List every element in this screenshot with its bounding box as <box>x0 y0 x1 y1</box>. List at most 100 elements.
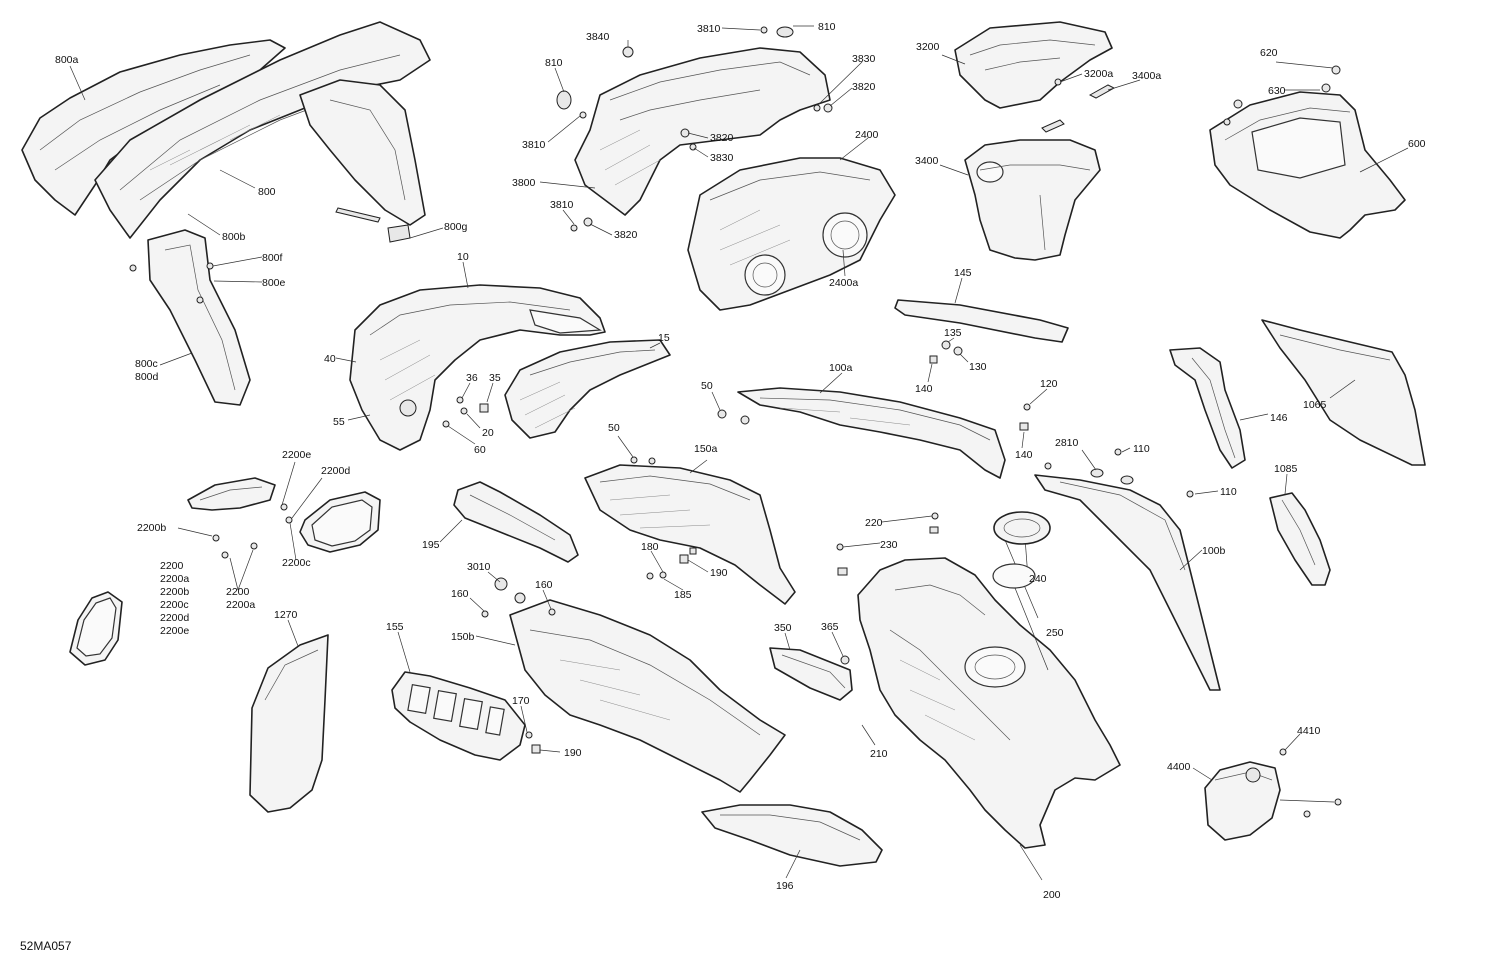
callout-800c: 800c <box>135 358 158 370</box>
callout-800: 800 <box>258 186 276 198</box>
callout-4410: 4410 <box>1297 725 1321 737</box>
part-100a-center-trim <box>737 387 1006 479</box>
callout-list-item: 2200b <box>160 586 189 598</box>
callout-220: 220 <box>865 517 883 529</box>
callout-195: 195 <box>422 539 440 551</box>
callout-190: 190 <box>710 567 728 579</box>
callout-1085: 1085 <box>1274 463 1298 475</box>
callout-list-item: 2200c <box>160 599 189 611</box>
callout-3800: 3800 <box>512 177 536 189</box>
callout-3400: 3400 <box>915 155 939 167</box>
callout-100a: 100a <box>829 362 853 374</box>
callout-list-2200: 2200 2200a 2200b 2200c 2200d 2200e <box>160 560 189 637</box>
callout-800d: 800d <box>135 371 159 383</box>
part-146-side-trim <box>1169 347 1246 469</box>
part-3800-headlight-bracket <box>556 26 833 232</box>
diagram-code: 52MA057 <box>20 939 72 953</box>
part-350-trim-piece <box>769 647 853 701</box>
callout-800f: 800f <box>262 252 283 264</box>
callout-list-item: 2200 <box>160 560 184 572</box>
callout-250: 250 <box>1046 627 1064 639</box>
part-800c-side-bracket <box>129 229 251 406</box>
callout-3810: 3810 <box>550 199 574 211</box>
part-2400-headlight <box>687 157 896 311</box>
callout-10: 10 <box>457 251 469 263</box>
part-240-filler-flange <box>993 511 1051 545</box>
callout-190: 190 <box>564 747 582 759</box>
callout-2400a: 2400a <box>829 277 858 289</box>
callout-135: 135 <box>944 327 962 339</box>
callout-800a: 800a <box>55 54 79 66</box>
callout-365: 365 <box>821 621 839 633</box>
callout-3200a: 3200a <box>1084 68 1113 80</box>
callout-2200a: 2200a <box>226 599 255 611</box>
callout-1270: 1270 <box>274 609 298 621</box>
callout-40: 40 <box>324 353 336 365</box>
callout-3820: 3820 <box>852 81 876 93</box>
callout-170: 170 <box>512 695 530 707</box>
part-800-front-fairing <box>21 21 431 243</box>
part-15-inner-panel <box>504 339 671 439</box>
callout-36: 36 <box>466 372 478 384</box>
callout-3830: 3830 <box>710 152 734 164</box>
callout-15: 15 <box>658 332 670 344</box>
callout-20: 20 <box>482 427 494 439</box>
part-1270-side-panel <box>249 634 329 813</box>
callout-3400a: 3400a <box>1132 70 1161 82</box>
callout-3810: 3810 <box>522 139 546 151</box>
callout-240: 240 <box>1029 573 1047 585</box>
callout-3810: 3810 <box>697 23 721 35</box>
part-2200-mirror-upper <box>187 477 381 559</box>
callout-180: 180 <box>641 541 659 553</box>
callout-230: 230 <box>880 539 898 551</box>
callout-list-item: 2200a <box>160 573 189 585</box>
callout-100b: 100b <box>1202 545 1226 557</box>
callout-3820: 3820 <box>710 132 734 144</box>
part-150a-lower-panel <box>584 464 796 605</box>
callout-50: 50 <box>608 422 620 434</box>
callout-1065: 1065 <box>1303 399 1327 411</box>
callout-140: 140 <box>915 383 933 395</box>
callout-2810: 2810 <box>1055 437 1079 449</box>
callout-2200e: 2200e <box>282 449 311 461</box>
callout-146: 146 <box>1270 412 1288 424</box>
part-10-upper-panel <box>349 284 606 451</box>
callout-4400: 4400 <box>1167 761 1191 773</box>
part-3200-storage-lid <box>954 21 1113 109</box>
part-100b-side-trim <box>1034 474 1221 691</box>
part-1065-side-panel <box>1261 319 1426 466</box>
part-155-vent <box>391 671 526 761</box>
part-150b-lower-side-panel <box>509 599 786 793</box>
callout-3830: 3830 <box>852 53 876 65</box>
callout-160: 160 <box>535 579 553 591</box>
part-200-main-body <box>857 557 1121 849</box>
part-145-trim-strip <box>894 299 1069 343</box>
callout-110: 110 <box>1133 443 1150 455</box>
part-3400-storage-bin <box>964 139 1101 261</box>
callout-160: 160 <box>451 588 469 600</box>
callout-2200d: 2200d <box>321 465 350 477</box>
callout-2200b: 2200b <box>137 522 166 534</box>
callout-2200c: 2200c <box>282 557 311 569</box>
callout-150b: 150b <box>451 631 475 643</box>
callout-350: 350 <box>774 622 792 634</box>
callout-2400: 2400 <box>855 129 879 141</box>
callout-630: 630 <box>1268 85 1286 97</box>
callout-2200: 2200 <box>226 586 250 598</box>
callout-185: 185 <box>674 589 692 601</box>
callout-120: 120 <box>1040 378 1058 390</box>
callout-145: 145 <box>954 267 972 279</box>
callout-3820: 3820 <box>614 229 638 241</box>
callout-155: 155 <box>386 621 404 633</box>
part-196-lower-trim <box>701 804 883 867</box>
part-4400-module <box>1204 748 1342 841</box>
part-250-seal <box>992 563 1036 589</box>
callout-620: 620 <box>1260 47 1278 59</box>
callout-140: 140 <box>1015 449 1033 461</box>
part-195-trim <box>453 481 579 563</box>
callout-3840: 3840 <box>586 31 610 43</box>
callout-800g: 800g <box>444 221 468 233</box>
callout-130: 130 <box>969 361 987 373</box>
callout-600: 600 <box>1408 138 1426 150</box>
